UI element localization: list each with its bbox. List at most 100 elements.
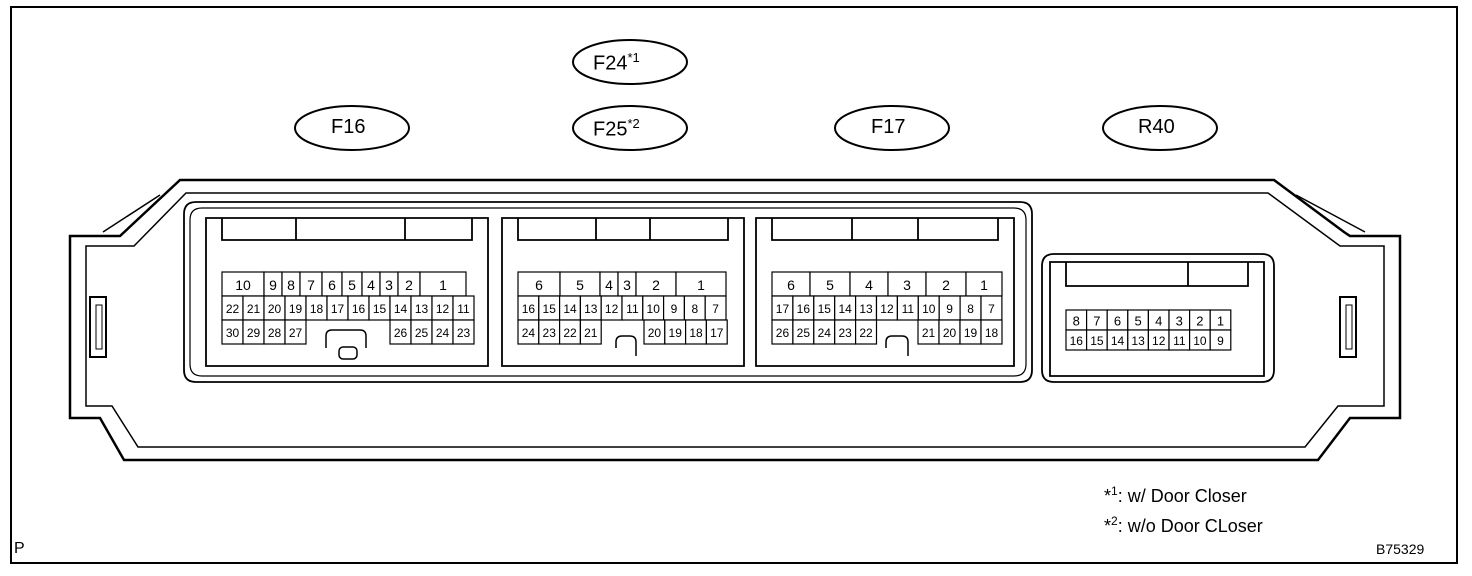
right-clip [1339, 296, 1357, 358]
f24f25-connector-face [501, 217, 745, 367]
f16-pin-label: 16 [352, 302, 366, 316]
f24f25-pin-label: 9 [671, 302, 678, 316]
f16-pin-label: 1 [439, 277, 447, 293]
f16-pin-label: 18 [310, 302, 324, 316]
f24f25-pin-label: 15 [543, 302, 557, 316]
f16-pin-label: 23 [457, 326, 471, 340]
f16-pin-label: 8 [287, 277, 295, 293]
r40-pin-label: 7 [1093, 314, 1100, 329]
f16-pin-label: 26 [394, 326, 408, 340]
f17-pin-label: 6 [787, 277, 795, 293]
f16-pin-label: 9 [269, 277, 277, 293]
f24f25-pin-label: 16 [522, 302, 536, 316]
r40-pin-label: 2 [1196, 314, 1203, 329]
f17-pin-label: 12 [880, 302, 894, 316]
f16-pin-label: 13 [415, 302, 429, 316]
f17-pin-label: 4 [865, 277, 873, 293]
r40-pin-label: 15 [1090, 334, 1104, 348]
f24f25-pin-label: 18 [689, 326, 703, 340]
r40-pin-label: 4 [1155, 314, 1162, 329]
f24f25-pin-label: 22 [563, 326, 577, 340]
f24f25-pin-cell [559, 271, 601, 297]
f16-pin-label: 24 [436, 326, 450, 340]
r40-pin-label: 3 [1176, 314, 1183, 329]
f17-connector-face [755, 217, 1015, 367]
f17-pin-label: 7 [988, 302, 995, 316]
f17-pin-label: 13 [859, 302, 873, 316]
f16-pin-label: 29 [247, 326, 261, 340]
r40-pin-label: 14 [1111, 334, 1125, 348]
f24f25-pin-cell [579, 319, 602, 345]
f17-pin-label: 25 [797, 326, 811, 340]
label-oval-f24 [572, 39, 688, 85]
f17-pin-label: 2 [942, 277, 950, 293]
f17-pin-label: 11 [902, 302, 915, 316]
legend-note-2: *2: w/o Door CLoser [1104, 514, 1263, 536]
connector-label-f24: F24*1 [593, 50, 640, 75]
f17-pin-label: 24 [818, 326, 832, 340]
f24f25-pin-cell [635, 271, 677, 297]
r40-pin-label: 10 [1193, 334, 1207, 348]
connector-label-f25: F25*2 [593, 116, 640, 141]
r40-block-outer [1041, 253, 1275, 383]
ecu-housing-inner [85, 192, 1385, 448]
f17-pin-label: 3 [903, 277, 911, 293]
main-block-inner [189, 207, 1027, 377]
right-clip-inner [1345, 304, 1353, 350]
f16-pin-label: 17 [331, 302, 345, 316]
f17-pin-label: 9 [946, 302, 953, 316]
f24f25-pin-label: 23 [543, 326, 557, 340]
f17-pin-label: 18 [985, 326, 999, 340]
f17-pin-label: 22 [859, 326, 873, 340]
f24f25-pin-label: 10 [647, 302, 661, 316]
f24f25-pin-label: 14 [563, 302, 577, 316]
label-oval-r40 [1102, 105, 1218, 151]
connector-label-f16: F16 [331, 116, 366, 138]
f16-pin-label: 30 [226, 326, 240, 340]
f17-pin-cell [887, 271, 927, 297]
f17-pin-label: 15 [818, 302, 832, 316]
f16-keyway [325, 329, 367, 348]
f16-pin-label: 15 [373, 302, 387, 316]
r40-pin-label: 5 [1134, 314, 1141, 329]
f24f25-pin-label: 17 [710, 326, 724, 340]
left-clip [89, 296, 107, 358]
f16-pin-label: 2 [405, 277, 413, 293]
f16-pin-cell [452, 319, 475, 345]
r40-pin-label: 16 [1070, 334, 1084, 348]
f24f25-pin-label: 1 [697, 277, 705, 293]
f17-pin-label: 23 [838, 326, 852, 340]
label-oval-f17 [834, 105, 950, 151]
f17-pin-label: 17 [776, 302, 790, 316]
r40-pin-label: 12 [1152, 334, 1166, 348]
f17-pin-cell [809, 271, 851, 297]
corner-letter: P [14, 540, 25, 557]
f24f25-pin-label: 12 [605, 302, 619, 316]
f16-pin-label: 5 [348, 277, 356, 293]
f16-pin-label: 28 [268, 326, 282, 340]
f16-pin-label: 19 [289, 302, 303, 316]
f16-pin-label: 21 [247, 302, 261, 316]
f24f25-keyway [615, 335, 637, 356]
f17-pin-label: 14 [838, 302, 852, 316]
f24f25-pin-label: 21 [584, 326, 598, 340]
r40-pin-label: 11 [1173, 334, 1186, 348]
f16-pin-label: 22 [226, 302, 240, 316]
f24f25-pin-label: 5 [576, 277, 584, 293]
f16-pin-label: 6 [328, 277, 336, 293]
figure-code: B75329 [1376, 541, 1425, 557]
connector-label-r40: R40 [1138, 116, 1175, 138]
f24f25-pin-label: 3 [623, 277, 631, 293]
f16-pin-label: 3 [385, 277, 393, 293]
f24f25-pin-label: 19 [669, 326, 683, 340]
f17-pin-label: 21 [922, 326, 936, 340]
f24f25-pin-label: 20 [648, 326, 662, 340]
f17-pin-label: 20 [943, 326, 957, 340]
f16-pin-label: 4 [367, 277, 375, 293]
f24f25-pin-label: 8 [691, 302, 698, 316]
f24f25-pin-cell [705, 319, 728, 345]
f24f25-pin-label: 7 [712, 302, 719, 316]
left-clip-inner [95, 304, 103, 350]
ecu-housing-rim [102, 194, 1366, 233]
